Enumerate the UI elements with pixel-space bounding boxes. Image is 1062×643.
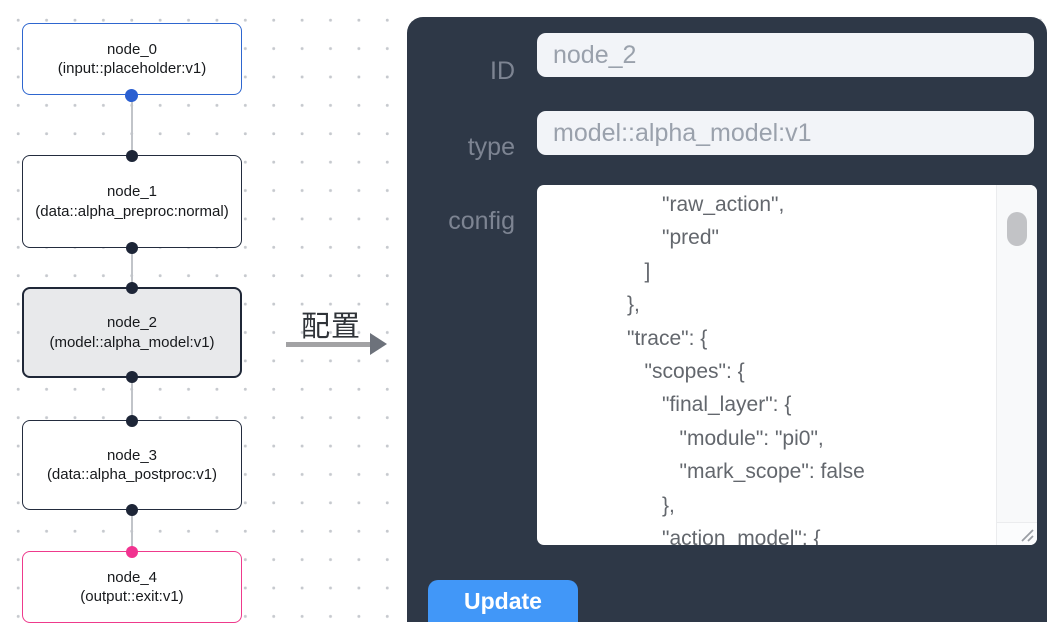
config-scrollbar-track[interactable] — [996, 185, 1037, 523]
config-json-text[interactable]: "raw_action", "pred" ] }, "trace": { "sc… — [627, 193, 865, 545]
node-id-label: node_1 — [106, 183, 158, 200]
port-node2-out-icon[interactable] — [126, 371, 138, 383]
node-type-label: (output::exit:v1) — [80, 588, 184, 605]
update-button[interactable]: Update — [428, 580, 578, 622]
id-field-label: ID — [490, 57, 515, 85]
id-input[interactable] — [537, 33, 1034, 77]
node-type-label: (data::alpha_preproc:normal) — [35, 202, 229, 220]
config-scrollbar-thumb[interactable] — [1007, 212, 1027, 246]
port-node1-out-icon[interactable] — [126, 242, 138, 254]
port-node1-in-icon[interactable] — [126, 150, 138, 162]
type-field-label: type — [467, 133, 515, 161]
edge-node0-node1 — [131, 95, 133, 156]
port-node3-in-icon[interactable] — [126, 415, 138, 427]
port-node4-in-icon[interactable] — [126, 546, 138, 558]
edge-node2-node3 — [131, 377, 133, 421]
right-arrow-icon — [286, 342, 372, 347]
node-type-label: (data::alpha_postproc:v1) — [46, 466, 218, 483]
config-annotation-label: 配置 — [301, 311, 362, 343]
right-arrow-head-icon — [370, 333, 387, 355]
graph-node-node_3[interactable]: node_3 (data::alpha_postproc:v1) — [22, 420, 242, 510]
graph-node-node_4[interactable]: node_4 (output::exit:v1) — [22, 551, 242, 623]
type-input[interactable] — [537, 111, 1034, 155]
node-id-label: node_2 — [106, 314, 158, 331]
node-id-label: node_0 — [106, 40, 158, 58]
port-node3-out-icon[interactable] — [126, 504, 138, 516]
node-id-label: node_3 — [106, 446, 158, 464]
textarea-resize-handle-icon[interactable] — [996, 522, 1037, 545]
graph-node-node_0[interactable]: node_0 (input::placeholder:v1) — [22, 23, 242, 95]
node-type-label: (input::placeholder:v1) — [57, 60, 207, 77]
node-config-panel: ID type config "raw_action", "pred" ] },… — [407, 17, 1047, 622]
config-field-label: config — [448, 207, 515, 235]
graph-node-node_1[interactable]: node_1 (data::alpha_preproc:normal) — [22, 155, 242, 248]
node-id-label: node_4 — [106, 568, 158, 586]
port-node0-out-icon[interactable] — [125, 89, 138, 102]
port-node2-in-icon[interactable] — [126, 282, 138, 294]
edge-node1-node2 — [131, 248, 133, 288]
graph-node-node_2-selected[interactable]: node_2 (model::alpha_model:v1) — [22, 287, 242, 378]
config-textarea[interactable]: "raw_action", "pred" ] }, "trace": { "sc… — [537, 185, 1037, 545]
edge-node3-node4 — [131, 510, 133, 552]
node-type-label: (model::alpha_model:v1) — [49, 333, 215, 351]
update-button-label: Update — [464, 587, 542, 614]
